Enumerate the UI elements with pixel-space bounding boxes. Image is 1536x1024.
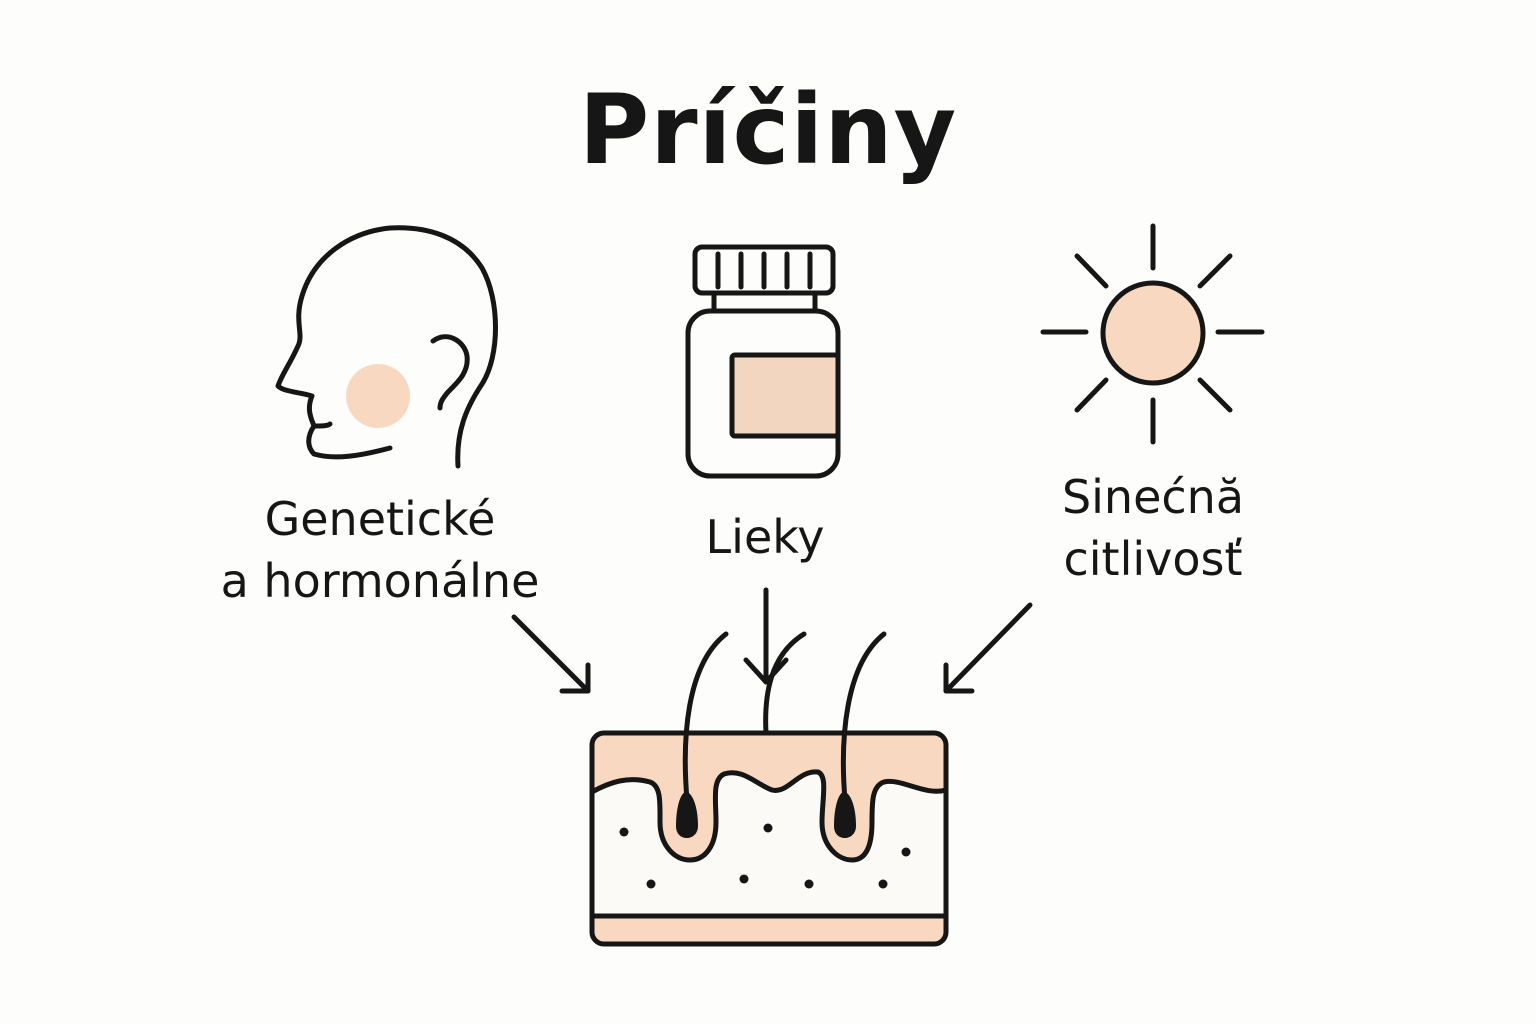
sun-icon (1040, 223, 1265, 445)
bottle-neck (711, 290, 818, 314)
head-outline (275, 225, 498, 469)
sun-ray (1197, 377, 1233, 413)
hair-shaft-middle (763, 631, 807, 736)
hair-shaft-left (682, 631, 729, 803)
dermis-layer (592, 769, 946, 919)
sun-ray (1074, 253, 1109, 289)
page-title: Príčiny (578, 74, 958, 186)
dermis-dots (619, 823, 911, 889)
sun-ray (1074, 377, 1109, 413)
hair-shaft-right (840, 631, 887, 803)
jaw-line (311, 421, 333, 429)
hair-bulb-right (834, 792, 856, 838)
label-medications: Lieky (615, 506, 915, 568)
label-medications-text: Lieky (705, 510, 825, 564)
arrow-genetic-to-skin (511, 614, 591, 694)
ear (430, 334, 470, 411)
label-genetic-line2: a hormonálne (220, 554, 540, 608)
skin-outline (589, 730, 949, 947)
arrow-sun-to-skin (943, 602, 1033, 694)
sun-ray (1197, 253, 1233, 289)
label-sun-line1: Sinećnă (1061, 470, 1245, 524)
arrows (511, 587, 1033, 694)
bottle-label (729, 352, 841, 439)
label-genetic-hormonal: Genetické a hormonálne (180, 488, 580, 612)
cheek-blush (346, 364, 410, 428)
pill-bottle-icon (685, 244, 841, 479)
label-genetic-line1: Genetické (264, 492, 496, 546)
label-sun-sensitivity: Sinećnă citlivosť (1003, 466, 1303, 590)
hair-bulb-left (676, 792, 698, 838)
sun-disc (1100, 280, 1206, 386)
head-profile-icon (275, 225, 498, 469)
arrow-medications-to-skin (743, 587, 789, 685)
label-sun-line2: citlivosť (1063, 532, 1243, 586)
skin-hair-follicle-icon (589, 631, 949, 947)
